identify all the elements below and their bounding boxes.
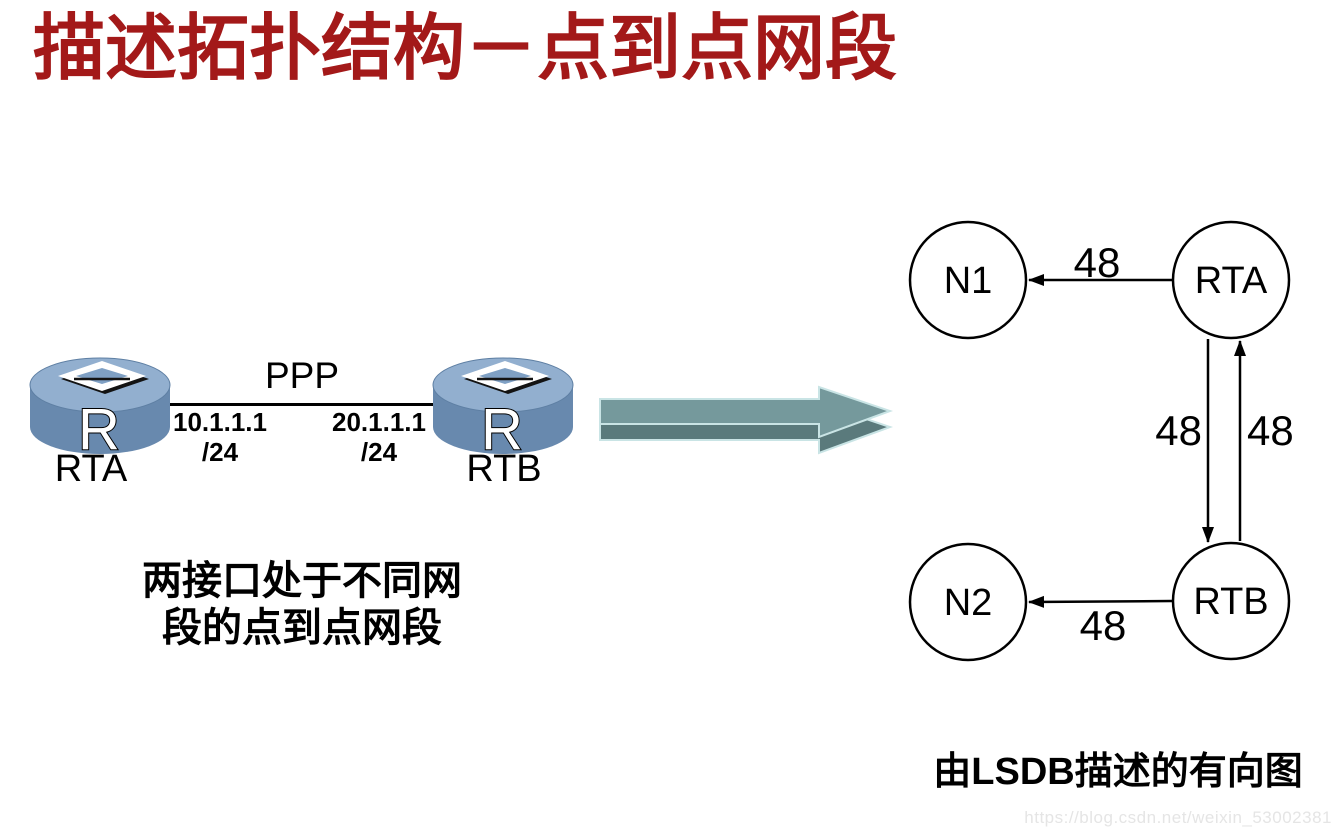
node-n2 xyxy=(908,542,1028,662)
router-rta-icon: R xyxy=(29,357,171,457)
graph-caption: 由LSDB描述的有向图 xyxy=(933,751,1303,793)
mask-label-rtb: /24 xyxy=(360,437,398,467)
topology-caption: 两接口处于不同网 段的点到点网段 xyxy=(96,558,508,652)
page-title: 描述拓扑结构－点到点网段 xyxy=(33,9,898,89)
ppp-label: PPP xyxy=(264,355,340,396)
topology-caption-line2: 段的点到点网段 xyxy=(162,606,442,651)
node-label-rtb: RTB xyxy=(1193,581,1268,623)
node-n1 xyxy=(908,220,1028,340)
cost-label-rta-rtb: 48 xyxy=(1155,407,1202,454)
watermark: https://blog.csdn.net/weixin_53002381 xyxy=(1024,808,1332,827)
node-label-rta: RTA xyxy=(1195,260,1268,302)
node-rtb xyxy=(1171,541,1291,661)
serial-link-line xyxy=(170,403,433,406)
router-letter: R xyxy=(481,397,523,457)
cost-label-rtb-n2: 48 xyxy=(1080,602,1127,649)
lsdb-directed-graph: 48 48 48 48 N1 RTA N2 RTB xyxy=(908,220,1294,662)
block-arrow-icon xyxy=(599,385,894,455)
router-label-rta: RTA xyxy=(54,448,128,490)
node-rta xyxy=(1171,220,1291,340)
mask-label-rta: /24 xyxy=(201,437,239,467)
block-arrow-top-face xyxy=(599,385,894,439)
ip-label-rta: 10.1.1.1 xyxy=(173,407,267,437)
router-letter: R xyxy=(78,397,120,457)
node-label-n1: N1 xyxy=(944,260,993,302)
ip-label-rtb: 20.1.1.1 xyxy=(332,407,426,437)
cost-label-rta-n1: 48 xyxy=(1074,239,1121,286)
cost-label-rtb-rta: 48 xyxy=(1247,407,1294,454)
node-label-n2: N2 xyxy=(944,582,993,624)
topology-caption-line1: 两接口处于不同网 xyxy=(142,559,462,603)
edge-rtb-to-n2 xyxy=(1028,595,1173,608)
router-rtb-icon: R xyxy=(432,357,574,457)
router-label-rtb: RTB xyxy=(466,448,542,490)
